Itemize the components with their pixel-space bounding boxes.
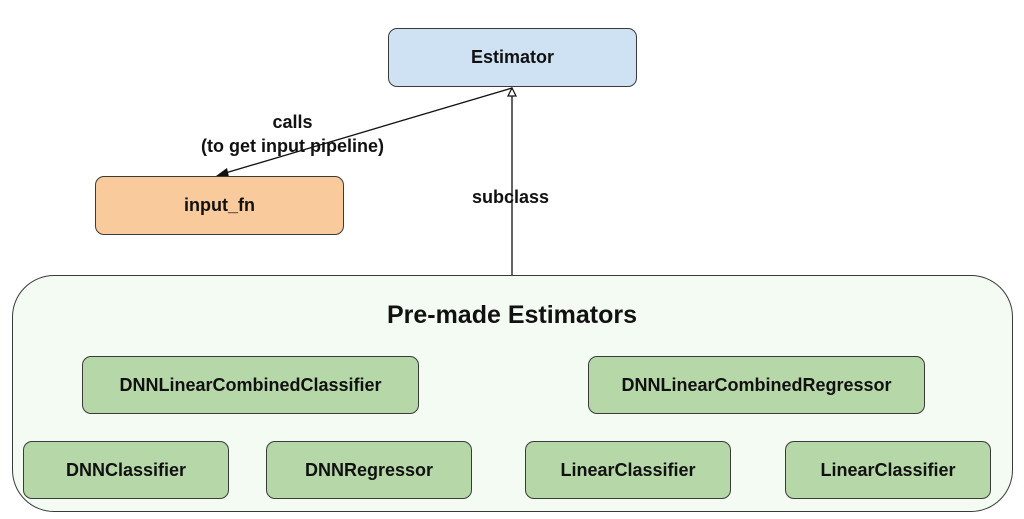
calls-arrow [221,87,513,175]
estimator-label: Estimator [470,47,555,67]
premade-label: DNNLinearCombinedRegressor [621,374,892,395]
linear-classifier-node-2: LinearClassifier [785,441,991,499]
dnn-linear-combined-classifier-node: DNNLinearCombinedClassifier [82,356,419,414]
estimator-node: Estimator [388,28,637,87]
calls-label-line2: (to get input pipeline) [201,136,384,156]
input-fn-label: input_fn [184,195,255,215]
premade-label: DNNRegressor [304,459,434,480]
input-fn-node: input_fn [95,176,344,235]
premade-label: DNNLinearCombinedClassifier [119,374,382,395]
dnn-regressor-node: DNNRegressor [266,441,472,499]
subclass-edge-label: subclass [472,187,550,207]
linear-classifier-node: LinearClassifier [525,441,731,499]
premade-label: LinearClassifier [560,459,696,480]
dnn-linear-combined-regressor-node: DNNLinearCombinedRegressor [588,356,925,414]
premade-label: LinearClassifier [820,459,956,480]
premade-estimators-title: Pre-made Estimators [386,301,638,329]
premade-label: DNNClassifier [65,459,187,480]
calls-label-line1: calls [272,112,313,132]
calls-edge-label: calls (to get input pipeline) [180,110,405,158]
calls-arrowhead [216,168,229,177]
dnn-classifier-node: DNNClassifier [23,441,229,499]
subclass-arrowhead [507,86,517,97]
